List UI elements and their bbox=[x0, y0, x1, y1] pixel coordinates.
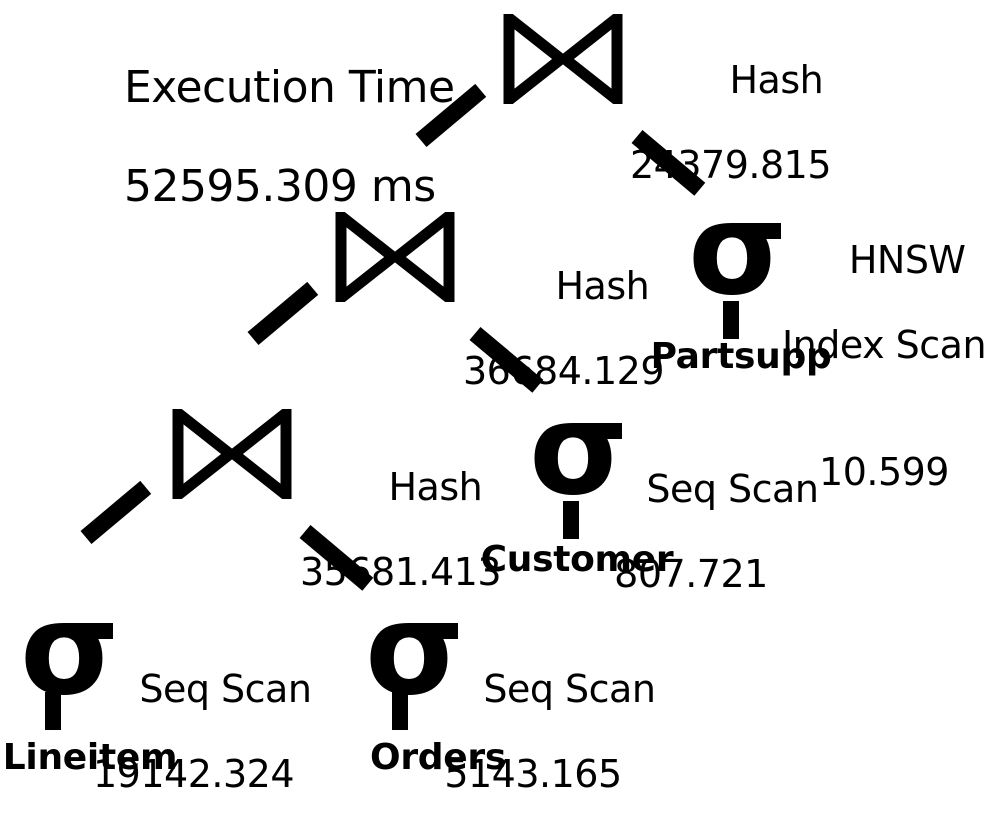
table-node-partsupp: Partsupp bbox=[650, 336, 832, 377]
execution-time-label: Execution Time bbox=[123, 62, 455, 114]
stem-customer bbox=[563, 501, 579, 539]
scan-orders-label: Seq Scan 5143.165 bbox=[437, 625, 667, 817]
sigma-select-icon-lineitem: σ bbox=[20, 575, 120, 724]
scan-orders-cost: 5143.165 bbox=[444, 751, 622, 796]
join-node-mid bbox=[335, 212, 455, 302]
scan-lineitem-cost: 19142.324 bbox=[93, 751, 295, 796]
scan-lineitem-label: Seq Scan 19142.324 bbox=[93, 625, 323, 817]
sigma-select-icon-customer: σ bbox=[529, 375, 629, 524]
bowtie-join-icon bbox=[335, 212, 455, 302]
scan-partsupp-method-line1: HNSW bbox=[848, 237, 966, 282]
scan-partsupp-cost: 10.599 bbox=[819, 450, 949, 495]
join-mid-cost: 36684.129 bbox=[463, 348, 665, 393]
sigma-select-icon-orders: σ bbox=[365, 575, 465, 724]
scan-partsupp-method-line2: Index Scan bbox=[781, 322, 987, 367]
join-bottom-method: Hash bbox=[388, 464, 483, 509]
bowtie-join-icon bbox=[172, 409, 292, 499]
edge-join-mid-to-join-bottom bbox=[247, 281, 319, 346]
execution-time-annotation: Execution Time 52595.309 ms bbox=[70, 14, 455, 260]
join-bottom-label: Hash 35681.413 bbox=[300, 423, 540, 678]
join-node-bottom bbox=[172, 409, 292, 499]
join-mid-method: Hash bbox=[555, 263, 650, 308]
stem-lineitem bbox=[45, 692, 61, 730]
table-node-lineitem: Lineitem bbox=[2, 737, 178, 778]
scan-customer-cost: 807.721 bbox=[614, 551, 768, 596]
scan-lineitem-method: Seq Scan bbox=[139, 666, 312, 711]
join-mid-label: Hash 36684.129 bbox=[463, 222, 703, 477]
stem-orders bbox=[392, 692, 408, 730]
stem-partsupp bbox=[723, 301, 739, 339]
scan-orders-method: Seq Scan bbox=[483, 666, 656, 711]
bowtie-join-icon bbox=[503, 14, 623, 104]
execution-time-value: 52595.309 ms bbox=[123, 160, 436, 212]
join-node-top bbox=[503, 14, 623, 104]
scan-partsupp-label: HNSW Index Scan 10.599 bbox=[770, 196, 997, 579]
join-top-method: Hash bbox=[729, 57, 824, 102]
table-node-orders: Orders bbox=[370, 737, 506, 778]
scan-customer-method: Seq Scan bbox=[646, 466, 819, 511]
join-top-cost: 24379.815 bbox=[630, 142, 832, 187]
edge-join-bottom-to-scan-lineitem bbox=[80, 480, 152, 545]
join-bottom-cost: 35681.413 bbox=[300, 549, 502, 594]
join-top-label: Hash 24379.815 bbox=[630, 16, 890, 271]
scan-customer-label: Seq Scan 807.721 bbox=[600, 425, 819, 680]
table-node-customer: Customer bbox=[480, 539, 674, 580]
sigma-select-icon-partsupp: σ bbox=[688, 175, 788, 324]
